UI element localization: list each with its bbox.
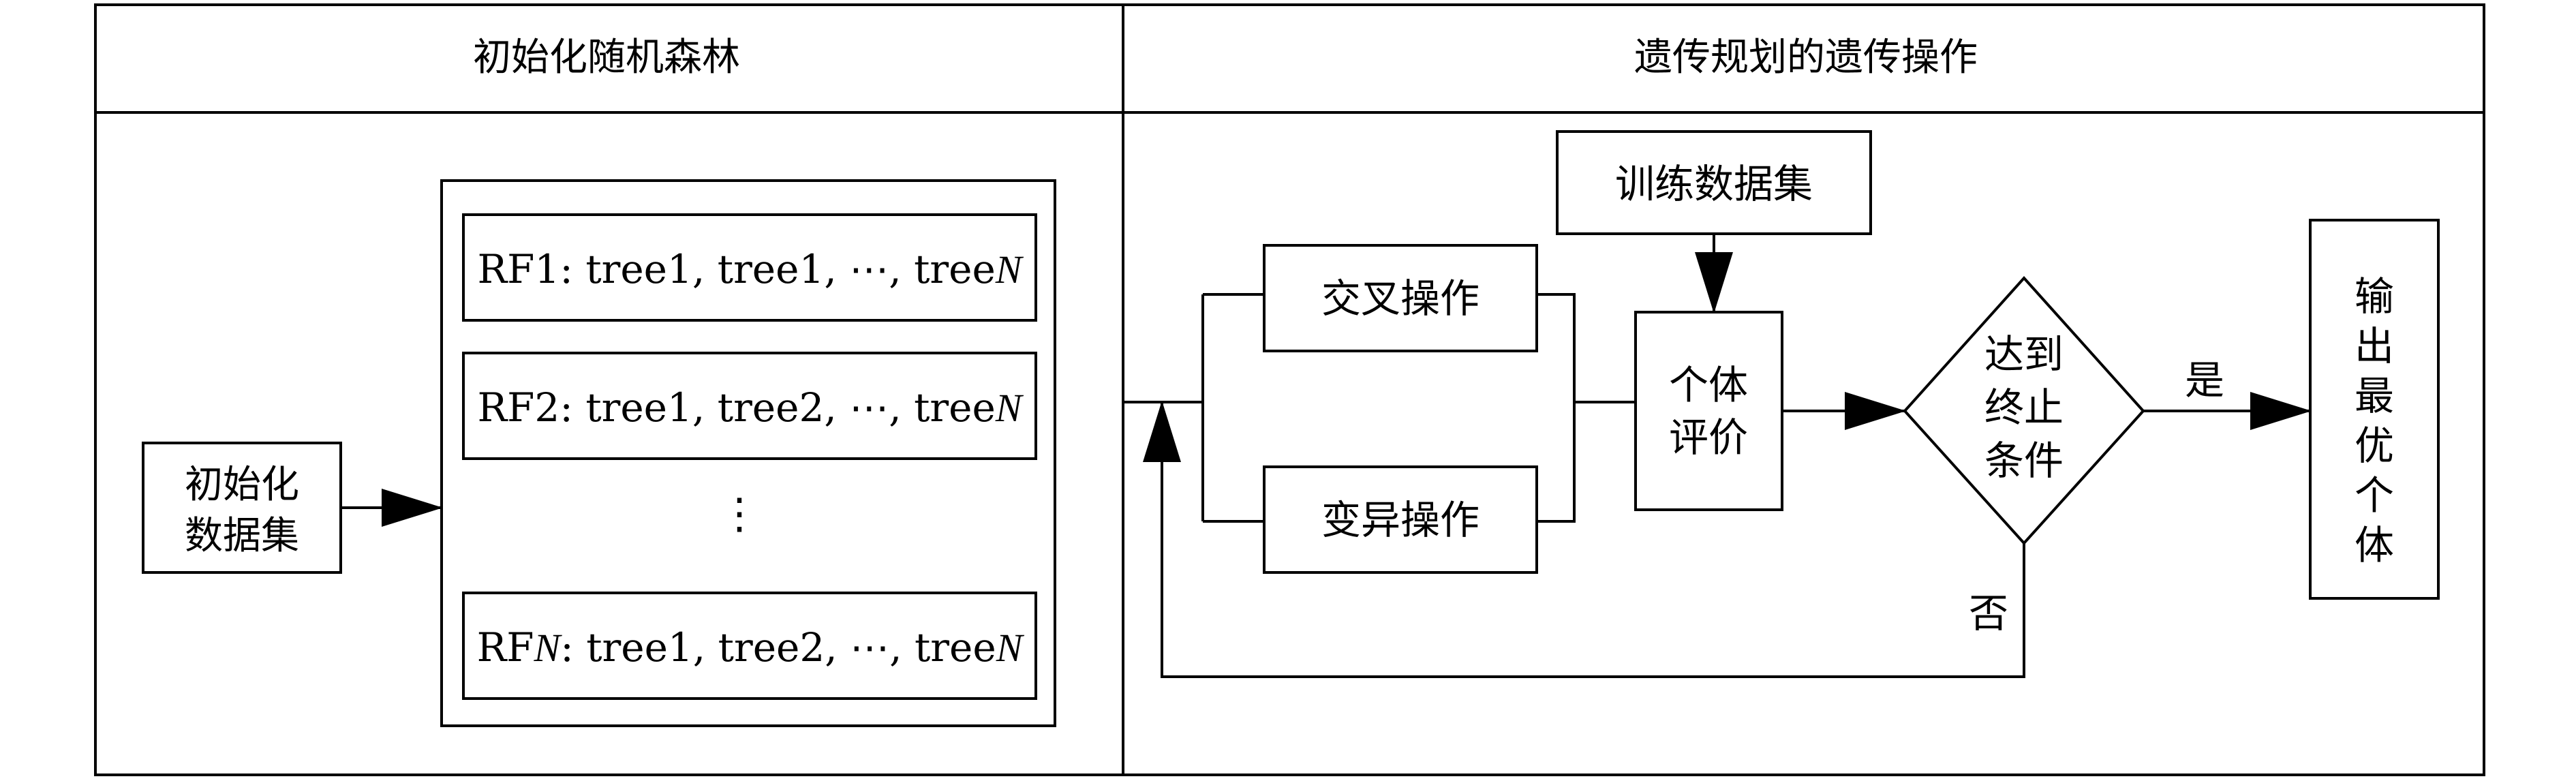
mutation-box xyxy=(1263,465,1538,574)
crossover-label: 交叉操作 xyxy=(1321,275,1479,322)
output-char-2: 出 xyxy=(2355,323,2394,369)
rf-row-box-n xyxy=(462,592,1037,700)
random-forest-group xyxy=(440,179,1056,727)
outer-frame xyxy=(94,3,2485,776)
rf-row-box-2 xyxy=(462,352,1037,460)
output-char-6: 体 xyxy=(2355,522,2394,568)
mutation-label: 变异操作 xyxy=(1321,497,1479,543)
decision-line-1: 达到 xyxy=(1984,331,2064,378)
output-best-individual-box xyxy=(2309,219,2440,600)
init-dataset-line-1: 初始化 xyxy=(185,463,299,507)
rf-vertical-ellipsis: ⋮ xyxy=(718,489,761,538)
decision-line-2: 终止 xyxy=(1984,384,2064,431)
output-char-4: 优 xyxy=(2355,423,2394,469)
training-dataset-label: 训练数据集 xyxy=(1615,161,1813,207)
yes-label: 是 xyxy=(2185,357,2224,403)
rf-row-n: RFN: tree1, tree2, ⋯, treeN xyxy=(477,624,1025,671)
right-panel-title: 遗传规划的遗传操作 xyxy=(1634,35,1978,80)
rf-row-2: RF2: tree1, tree2, ⋯, treeN xyxy=(478,384,1024,431)
left-panel-title: 初始化随机森林 xyxy=(473,35,740,80)
evaluation-line-2: 评价 xyxy=(1669,414,1748,461)
evaluation-box xyxy=(1634,311,1783,511)
output-char-5: 个 xyxy=(2355,472,2394,519)
crossover-box xyxy=(1263,244,1538,352)
rf-row-box-1 xyxy=(462,213,1037,322)
rf-row-1: RF1: tree1, tree1, ⋯, treeN xyxy=(478,246,1024,292)
init-dataset-line-2: 数据集 xyxy=(185,514,299,558)
output-char-3: 最 xyxy=(2355,373,2394,419)
output-char-1: 输 xyxy=(2355,273,2394,320)
merge-bracket-right xyxy=(1537,293,1576,523)
decision-line-3: 条件 xyxy=(1984,438,2064,484)
no-loop-back-arrow xyxy=(1143,401,2025,678)
no-label: 否 xyxy=(1969,590,2008,637)
evaluation-line-1: 个体 xyxy=(1669,362,1748,408)
